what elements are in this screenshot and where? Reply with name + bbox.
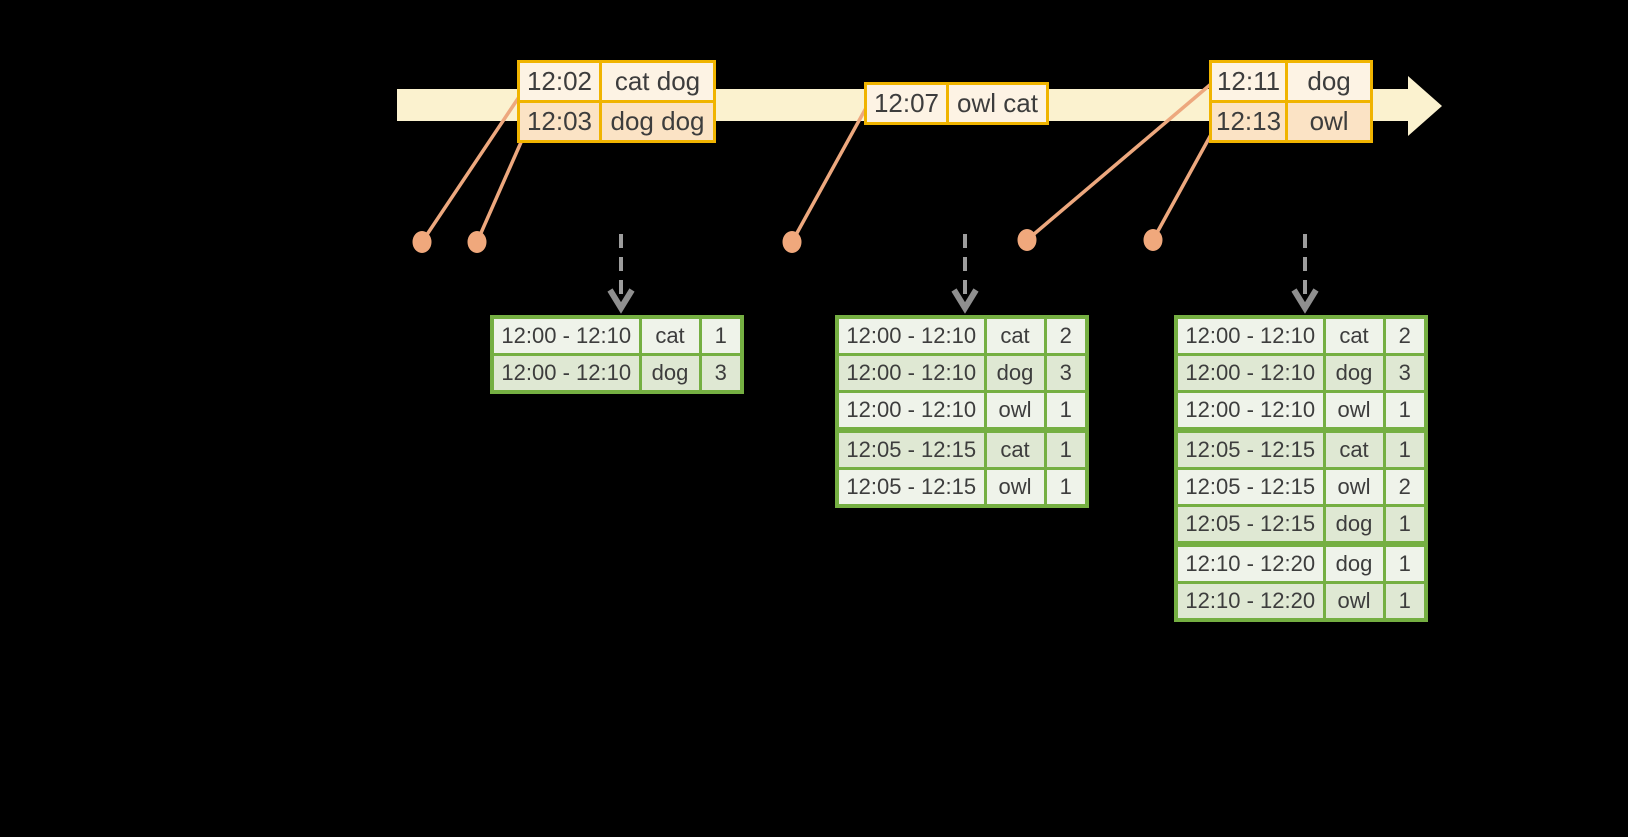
event-dot-icon — [782, 231, 802, 253]
result-window: 12:10 - 12:20 — [1174, 581, 1326, 622]
result-window: 12:05 - 12:15 — [1174, 467, 1326, 507]
result-word: cat — [983, 315, 1047, 356]
event-table-3: 12:11 dog 12:13 owl — [1208, 60, 1374, 143]
event-connector-line — [1151, 130, 1215, 241]
result-window: 12:00 - 12:10 — [1174, 390, 1326, 432]
result-count: 3 — [1382, 353, 1428, 393]
event-words: owl — [1285, 100, 1374, 143]
event-row: 12:13 owl — [1208, 100, 1374, 143]
result-window: 12:00 - 12:10 — [1174, 315, 1326, 356]
event-table-1: 12:02 cat dog 12:03 dog dog — [517, 60, 716, 143]
event-dot-icon — [412, 231, 432, 253]
result-count: 1 — [698, 315, 744, 356]
result-word: dog — [983, 353, 1047, 393]
timeline-arrow-head-icon — [1408, 76, 1442, 136]
event-connector-line — [475, 139, 524, 243]
result-window: 12:05 - 12:15 — [835, 427, 987, 470]
result-window: 12:00 - 12:10 — [835, 390, 987, 432]
result-table-3: 12:00 - 12:10 cat 2 12:00 - 12:10 dog 3 … — [1174, 315, 1428, 622]
result-table-1: 12:00 - 12:10 cat 1 12:00 - 12:10 dog 3 — [490, 315, 744, 394]
event-time: 12:13 — [1208, 100, 1289, 143]
result-window: 12:00 - 12:10 — [490, 353, 642, 394]
result-count: 2 — [1043, 315, 1089, 356]
result-row: 12:00 - 12:10 cat 2 — [1174, 315, 1428, 356]
result-word: owl — [1322, 467, 1386, 507]
result-word: cat — [983, 427, 1047, 470]
result-row: 12:00 - 12:10 dog 3 — [835, 353, 1089, 393]
result-row: 12:00 - 12:10 dog 3 — [1174, 353, 1428, 393]
result-row: 12:05 - 12:15 owl 2 — [1174, 467, 1428, 507]
result-row: 12:05 - 12:15 cat 1 — [1174, 427, 1428, 470]
result-word: owl — [983, 390, 1047, 432]
event-words: owl cat — [946, 82, 1049, 125]
result-row: 12:00 - 12:10 cat 1 — [490, 315, 744, 356]
result-row: 12:10 - 12:20 dog 1 — [1174, 541, 1428, 584]
result-row: 12:00 - 12:10 owl 1 — [835, 390, 1089, 432]
event-words: cat dog — [599, 60, 716, 103]
event-row: 12:11 dog — [1208, 60, 1374, 103]
trigger-arrow-head-icon — [607, 288, 635, 314]
result-word: owl — [1322, 390, 1386, 432]
event-time: 12:03 — [517, 100, 602, 143]
result-count: 1 — [1382, 427, 1428, 470]
result-window: 12:00 - 12:10 — [1174, 353, 1326, 393]
result-word: cat — [1322, 315, 1386, 356]
result-window: 12:05 - 12:15 — [835, 467, 987, 508]
event-time: 12:02 — [517, 60, 602, 103]
result-count: 1 — [1043, 427, 1089, 470]
result-word: dog — [638, 353, 702, 394]
result-row: 12:05 - 12:15 cat 1 — [835, 427, 1089, 470]
result-window: 12:05 - 12:15 — [1174, 504, 1326, 546]
result-count: 2 — [1382, 315, 1428, 356]
result-window: 12:05 - 12:15 — [1174, 427, 1326, 470]
result-window: 12:00 - 12:10 — [490, 315, 642, 356]
result-row: 12:00 - 12:10 dog 3 — [490, 353, 744, 394]
result-row: 12:05 - 12:15 owl 1 — [835, 467, 1089, 508]
result-word: cat — [1322, 427, 1386, 470]
event-time: 12:11 — [1208, 60, 1289, 103]
event-row: 12:07 owl cat — [864, 82, 1049, 125]
event-row: 12:02 cat dog — [517, 60, 716, 103]
result-word: dog — [1322, 541, 1386, 584]
result-count: 3 — [698, 353, 744, 394]
event-dot-icon — [1017, 229, 1037, 251]
result-count: 3 — [1043, 353, 1089, 393]
result-window: 12:00 - 12:10 — [835, 315, 987, 356]
result-table-2: 12:00 - 12:10 cat 2 12:00 - 12:10 dog 3 … — [835, 315, 1089, 508]
event-words: dog — [1285, 60, 1374, 103]
result-word: owl — [1322, 581, 1386, 622]
event-dots — [412, 229, 1163, 253]
result-count: 1 — [1382, 581, 1428, 622]
trigger-arrows — [607, 234, 1319, 314]
event-connector-line — [790, 107, 868, 243]
result-count: 1 — [1043, 467, 1089, 508]
event-row: 12:03 dog dog — [517, 100, 716, 143]
event-time: 12:07 — [864, 82, 949, 125]
result-window: 12:00 - 12:10 — [835, 353, 987, 393]
result-row: 12:00 - 12:10 owl 1 — [1174, 390, 1428, 432]
result-count: 1 — [1043, 390, 1089, 432]
result-row: 12:10 - 12:20 owl 1 — [1174, 581, 1428, 622]
event-dot-icon — [1143, 229, 1163, 251]
result-count: 1 — [1382, 541, 1428, 584]
trigger-arrow-head-icon — [951, 288, 979, 314]
result-word: cat — [638, 315, 702, 356]
trigger-arrow-head-icon — [1291, 288, 1319, 314]
result-count: 1 — [1382, 390, 1428, 432]
result-word: dog — [1322, 504, 1386, 546]
event-dot-icon — [467, 231, 487, 253]
result-word: owl — [983, 467, 1047, 508]
result-row: 12:00 - 12:10 cat 2 — [835, 315, 1089, 356]
result-word: dog — [1322, 353, 1386, 393]
result-window: 12:10 - 12:20 — [1174, 541, 1326, 584]
result-count: 2 — [1382, 467, 1428, 507]
result-row: 12:05 - 12:15 dog 1 — [1174, 504, 1428, 546]
result-count: 1 — [1382, 504, 1428, 546]
event-words: dog dog — [599, 100, 716, 143]
event-table-2: 12:07 owl cat — [864, 82, 1049, 125]
